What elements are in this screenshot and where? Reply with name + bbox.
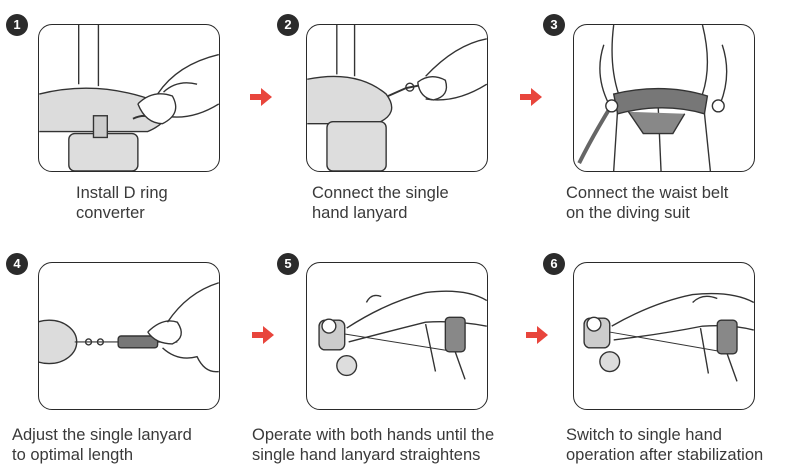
step-2-caption: Connect the single hand lanyard: [312, 184, 449, 222]
waist-belt-icon: [577, 25, 728, 171]
step-2-number-badge: 2: [277, 14, 299, 36]
step-6-caption: Switch to single hand operation after st…: [566, 426, 764, 464]
step-5-caption: Operate with both hands until the single…: [252, 426, 495, 464]
step-4-illustration: [38, 262, 220, 410]
step-3-illustration: [573, 24, 755, 172]
step-3-caption: Connect the waist belt on the diving sui…: [566, 184, 729, 222]
right-arrow-icon: [250, 88, 272, 106]
d-ring-install-icon: [39, 25, 219, 171]
step-1-number-badge: 1: [6, 14, 28, 36]
right-arrow-icon: [252, 326, 274, 344]
right-arrow-icon: [520, 88, 542, 106]
diver-two-hands-icon: [318, 290, 487, 380]
step-3-number-badge: 3: [543, 14, 565, 36]
step-2-illustration: [306, 24, 488, 172]
diver-one-hand-icon: [583, 292, 754, 382]
step-6-number-badge: 6: [543, 253, 565, 275]
step-5-illustration: [306, 262, 488, 410]
lanyard-connect-icon: [307, 25, 487, 171]
step-5-number-badge: 5: [277, 253, 299, 275]
step-6-illustration: [573, 262, 755, 410]
step-4-number-badge: 4: [6, 253, 28, 275]
step-1-caption: Install D ring converter: [76, 184, 168, 222]
right-arrow-icon: [526, 326, 548, 344]
step-4-caption: Adjust the single lanyard to optimal len…: [12, 426, 192, 464]
lanyard-adjust-icon: [39, 282, 219, 373]
step-1-illustration: [38, 24, 220, 172]
